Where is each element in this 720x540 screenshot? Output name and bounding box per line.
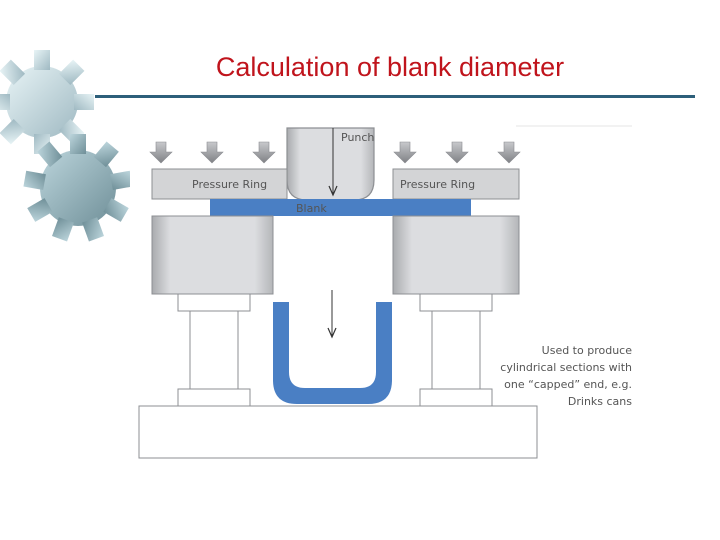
blank-label: Blank [296, 202, 327, 215]
down-arrow-icon [252, 141, 276, 164]
note-line: Drinks cans [567, 395, 632, 408]
down-arrow-icon [445, 141, 469, 164]
note-line: cylindrical sections with [500, 361, 632, 374]
down-arrow-icon [328, 185, 338, 197]
note-line: one “capped” end, e.g. [504, 378, 632, 391]
die-left [151, 215, 274, 295]
punch-label: Punch [341, 131, 374, 144]
pressure-ring-left [151, 168, 288, 200]
usage-note: Used to produce cylindrical sections wit… [470, 342, 632, 410]
gear-icon [23, 134, 130, 242]
base-plate [138, 405, 538, 459]
down-arrow-icon [393, 141, 417, 164]
down-arrow-icon [327, 327, 337, 339]
die-right [392, 215, 520, 295]
pressure-ring-label-right: Pressure Ring [400, 178, 475, 191]
down-arrow-icon [497, 141, 521, 164]
pressure-ring-right [392, 168, 520, 200]
pressure-arrows [149, 141, 521, 164]
down-arrow-icon [149, 141, 173, 164]
support-right [419, 293, 493, 407]
down-arrow-icon [200, 141, 224, 164]
gear-icon [0, 50, 94, 154]
gears-decoration [0, 50, 130, 242]
slide-title: Calculation of blank diameter [215, 52, 565, 82]
drawn-cup [273, 302, 392, 404]
support-left [177, 293, 251, 407]
title-rule [95, 95, 695, 98]
blank-sheet [210, 199, 471, 216]
note-line: Used to produce [541, 344, 632, 357]
pressure-ring-label-left: Pressure Ring [192, 178, 267, 191]
